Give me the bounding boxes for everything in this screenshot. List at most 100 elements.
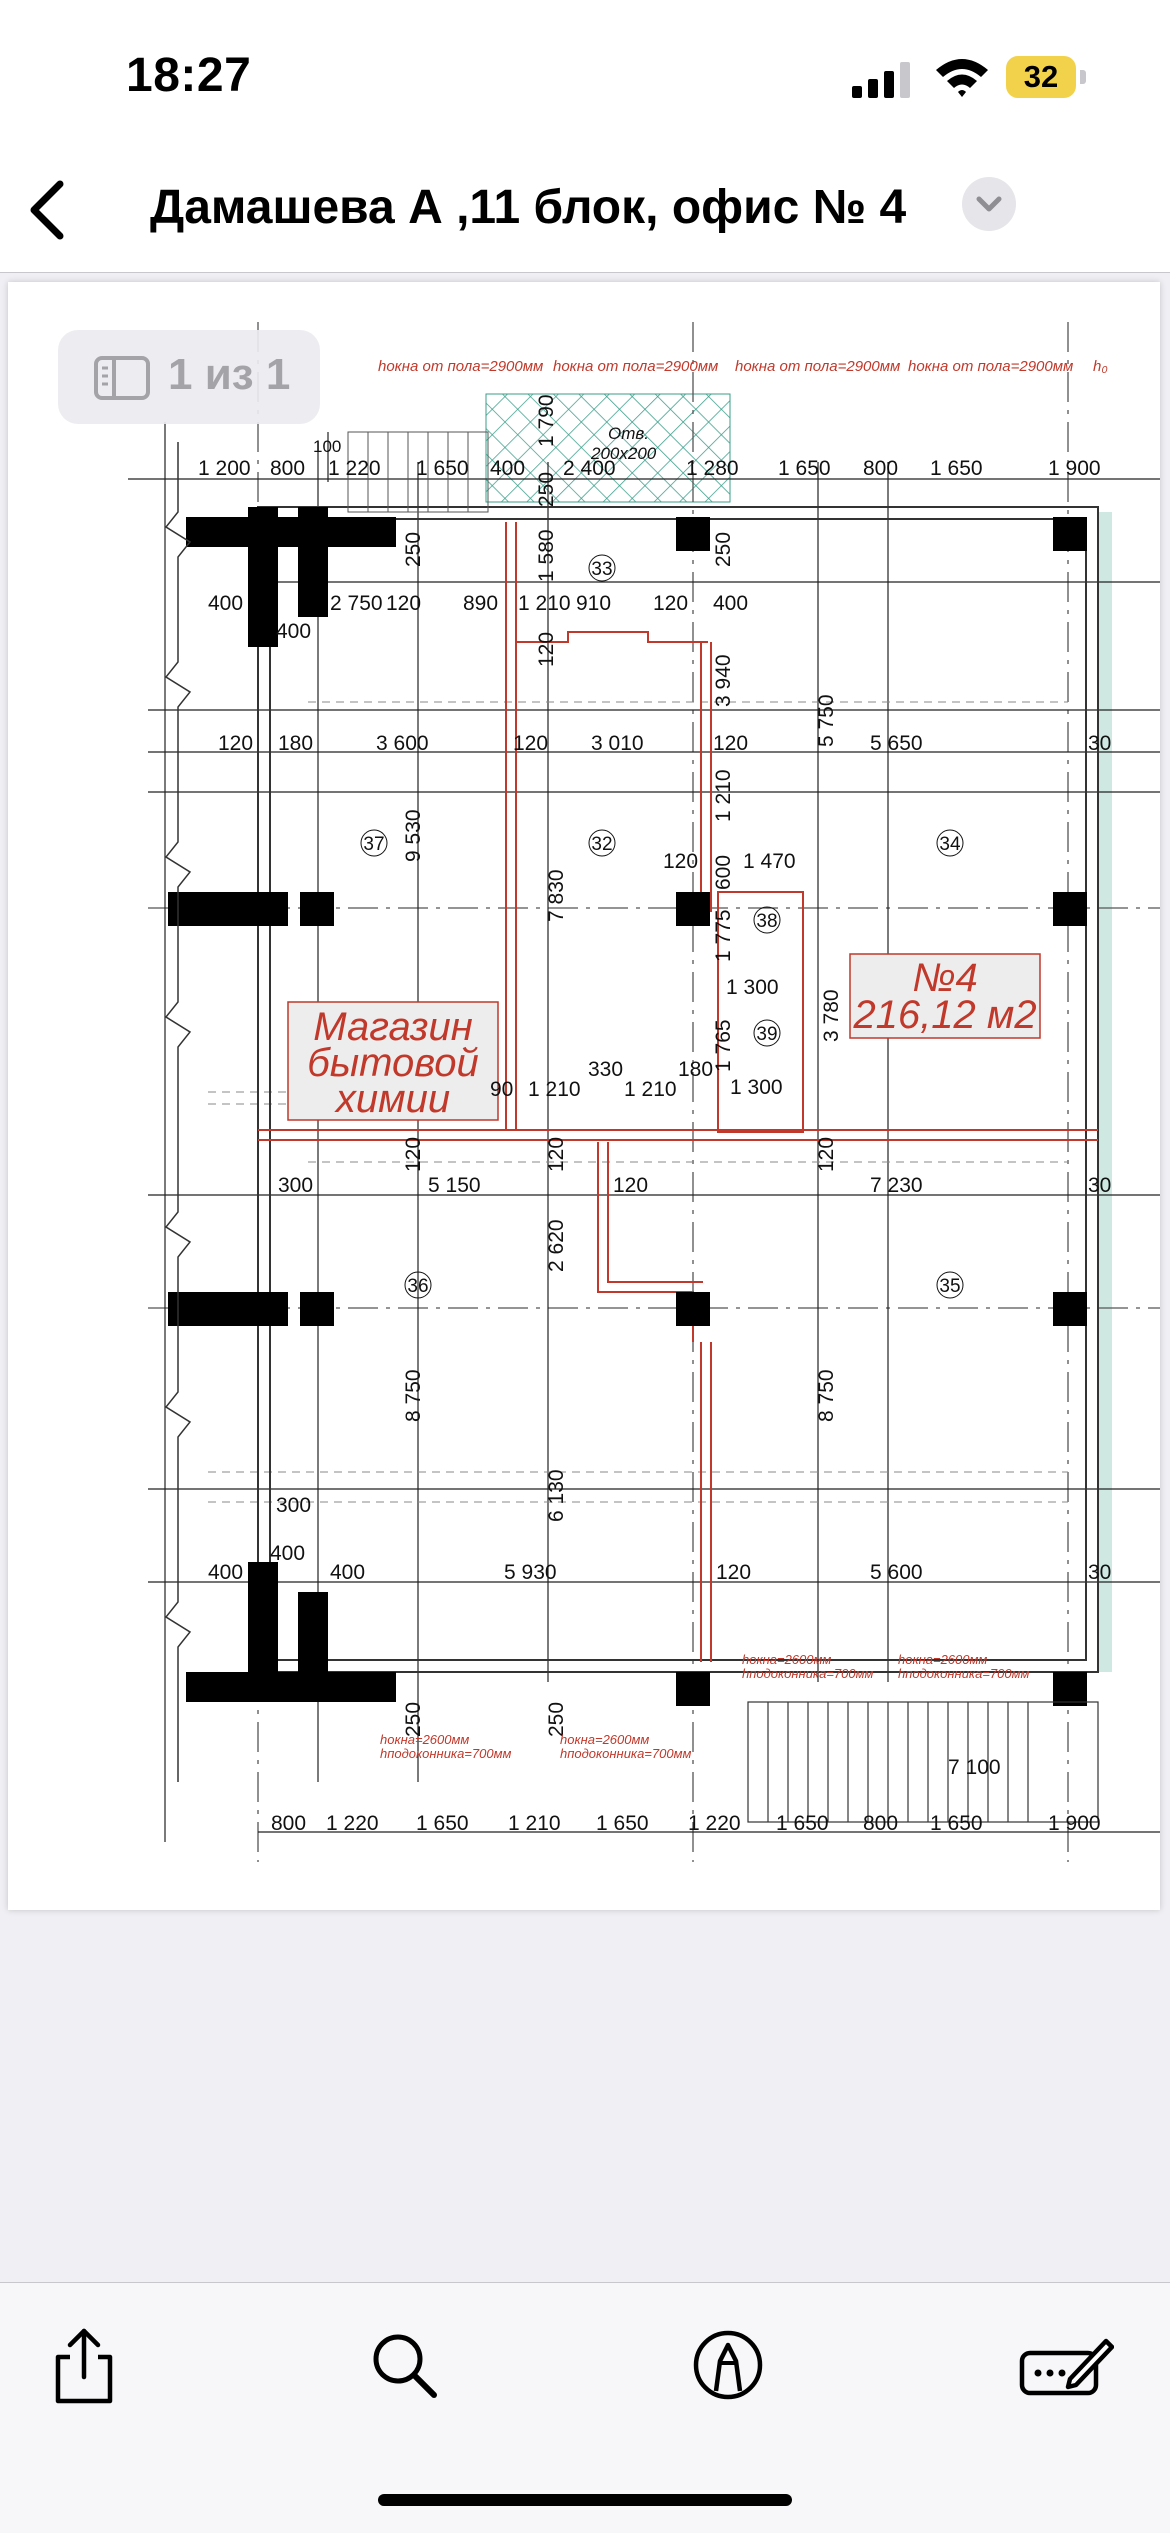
dim: 910 [576, 592, 611, 615]
title-menu-button[interactable] [962, 177, 1016, 231]
battery-icon: 32 [1006, 56, 1090, 98]
row1-dimensions: 400 400 2 750 120 890 1 210 910 120 400 [208, 592, 748, 643]
page-count-label: 1 из 1 [168, 350, 291, 399]
chevron-left-icon[interactable] [20, 172, 80, 248]
dim: 120 [535, 632, 558, 667]
row2-dimensions: 120 180 3 600 120 3 010 120 5 650 30 [218, 732, 1111, 755]
dim: 6 130 [545, 1469, 568, 1522]
window-note: hокна от пола=2900мм [378, 358, 543, 375]
dim: 1 650 [596, 1812, 649, 1835]
dim: 8 750 [815, 1369, 838, 1422]
row4-dimensions: 300 400 400 400 5 930 120 5 600 30 [208, 1494, 1111, 1584]
shop-label-line: химии [334, 1077, 450, 1121]
dim: 1 220 [326, 1812, 379, 1835]
dim: 300 [278, 1174, 313, 1197]
top-dimensions: 100 1 200 800 1 220 1 650 400 2 400 1 28… [198, 437, 1101, 480]
wifi-icon [936, 59, 988, 97]
window-note: hподоконника=700мм [560, 1746, 691, 1761]
sidebar-icon [94, 356, 150, 400]
room-number: 36 [404, 1271, 432, 1299]
window-notes-top: hокна от пола=2900мм hокна от пола=2900м… [378, 358, 1108, 375]
stairs [747, 1701, 1099, 1823]
status-time: 18:27 [126, 49, 252, 102]
share-icon[interactable] [42, 2323, 126, 2407]
dim: 7 830 [545, 869, 568, 922]
vent-label-line: Отв. [608, 424, 649, 443]
vent-label-line: 200х200 [590, 444, 657, 463]
room-numbers: 33 37 32 34 38 39 36 35 [360, 554, 964, 1299]
dim: 250 [402, 532, 425, 567]
room-number: 33 [588, 554, 616, 582]
dim: 890 [463, 592, 498, 615]
room-number: 38 [753, 906, 781, 934]
pdf-page[interactable]: hокна от пола=2900мм hокна от пола=2900м… [8, 282, 1160, 1910]
document-title[interactable]: Дамашева А ,11 блок, офис № 4 [150, 181, 907, 234]
dim: 2 400 [563, 457, 616, 480]
dim: 120 [815, 1137, 838, 1172]
bottom-dimensions: 800 1 220 1 650 1 210 1 650 1 220 1 650 … [271, 1812, 1101, 1835]
dim: 120 [663, 850, 698, 873]
columns [168, 507, 1087, 1706]
dim: 1 220 [688, 1812, 741, 1835]
room-number: 39 [753, 1019, 781, 1047]
dim: 1 650 [416, 457, 469, 480]
dim: 1 775 [712, 909, 735, 962]
shop-label: Магазин бытовой химии [307, 1005, 479, 1121]
dim: 400 [330, 1561, 365, 1584]
dim: 180 [278, 732, 313, 755]
dim: 250 [402, 1702, 425, 1737]
signature-icon[interactable] [1018, 2323, 1114, 2407]
dim: 250 [545, 1702, 568, 1737]
battery-level: 32 [1023, 59, 1059, 94]
room-number: 34 [936, 829, 964, 857]
dim: 7 100 [948, 1756, 1001, 1779]
dim: 120 [716, 1561, 751, 1584]
shop-label-box [287, 1001, 499, 1121]
dim: 90 [490, 1078, 513, 1101]
search-icon[interactable] [362, 2323, 446, 2407]
dim: 1 210 [712, 769, 735, 822]
dim: 2 620 [545, 1219, 568, 1272]
dim: 400 [276, 620, 311, 643]
dim: 400 [713, 592, 748, 615]
dim: 1 650 [416, 1812, 469, 1835]
dim: 400 [270, 1542, 305, 1565]
chevron-down-icon [976, 196, 1002, 212]
svg-text:36: 36 [407, 1276, 428, 1297]
window-note: hокна от пола=2900мм [735, 358, 900, 375]
dim: 5 650 [870, 732, 923, 755]
dim: 3 940 [712, 654, 735, 707]
dim: 120 [218, 732, 253, 755]
dim: 30 [1088, 732, 1111, 755]
dashed-lines [208, 701, 1068, 1503]
dim: 800 [271, 1812, 306, 1835]
dim: 5 930 [504, 1561, 557, 1584]
navigation-bar: Дамашева А ,11 блок, офис № 4 [0, 150, 1170, 273]
room-number: 35 [936, 1271, 964, 1299]
break-line [164, 442, 192, 1782]
dim: 400 [490, 457, 525, 480]
dim: 120 [386, 592, 421, 615]
vent-label: Отв. 200х200 [590, 424, 657, 463]
svg-text:34: 34 [939, 834, 961, 855]
markup-icon[interactable] [686, 2323, 770, 2407]
dim: 1 900 [1048, 457, 1101, 480]
dim: 1 650 [930, 1812, 983, 1835]
window-note: hподоконника=700мм [380, 1746, 511, 1761]
teal-strip [1098, 512, 1112, 1672]
home-indicator[interactable] [378, 2494, 792, 2506]
dim: 800 [863, 1812, 898, 1835]
dim: 120 [513, 732, 548, 755]
dim: 3 600 [376, 732, 429, 755]
dim: 30 [1088, 1174, 1111, 1197]
dim: 100 [313, 437, 341, 456]
dim: 1 470 [743, 850, 796, 873]
vent-hatch-2 [486, 394, 730, 502]
dim: 1 650 [776, 1812, 829, 1835]
dim: 120 [653, 592, 688, 615]
dim: 5 750 [815, 694, 838, 747]
dim: 5 600 [870, 1561, 923, 1584]
dim: 250 [535, 472, 558, 507]
page-indicator[interactable]: 1 из 1 [58, 330, 320, 424]
row3-dimensions: 300 5 150 120 7 230 30 [278, 1174, 1111, 1197]
